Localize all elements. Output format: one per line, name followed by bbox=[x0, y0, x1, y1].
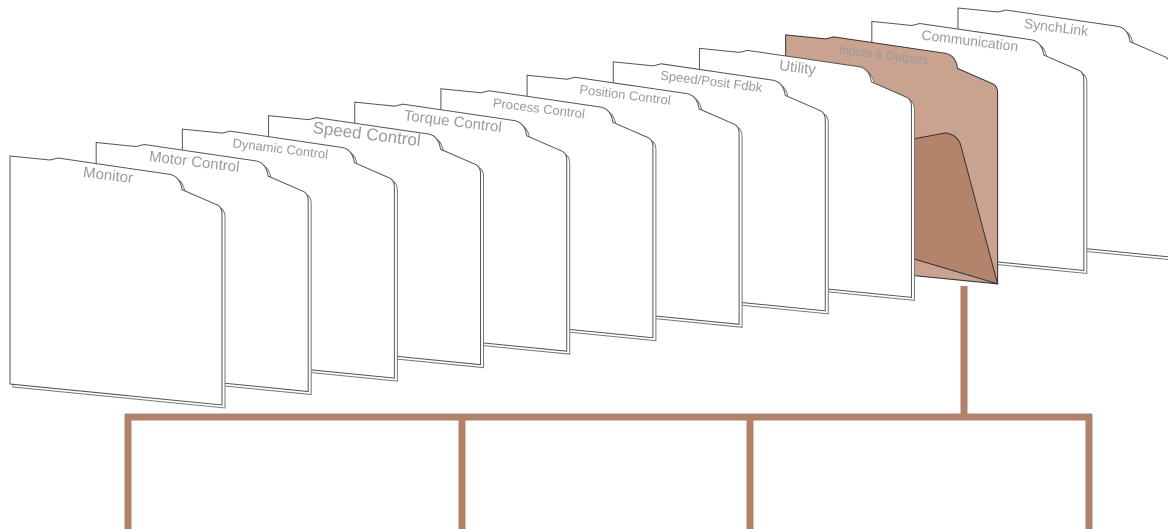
folder-body bbox=[10, 156, 222, 405]
folder-monitor: Monitor bbox=[10, 156, 225, 408]
